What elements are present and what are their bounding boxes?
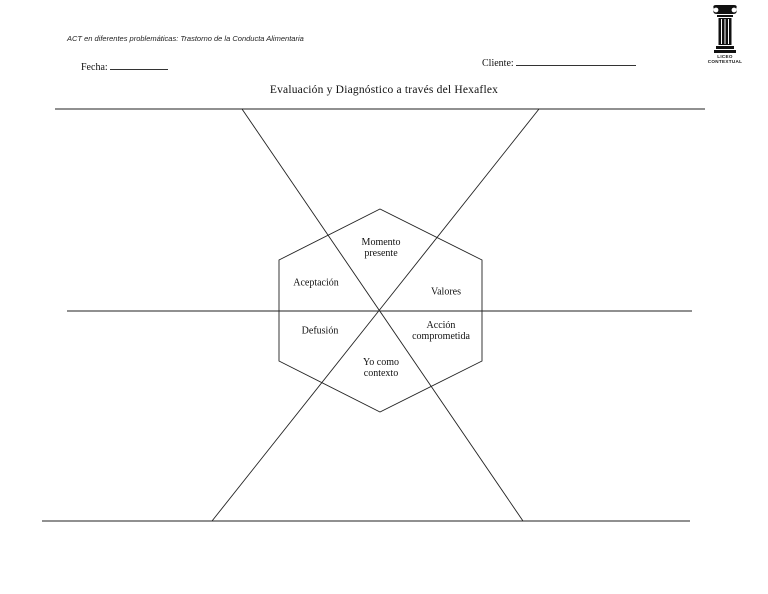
label-defusion: Defusión	[301, 325, 339, 337]
label-accion-line1: Acción	[426, 320, 456, 331]
label-yo-como-contexto: Yo como contexto	[363, 357, 399, 379]
page-title: Evaluación y Diagnóstico a través del He…	[269, 84, 499, 96]
diagonal-line-1	[241, 108, 524, 522]
diagonal-line-2	[211, 108, 540, 522]
ionic-column-icon	[713, 5, 737, 53]
fecha-blank[interactable]	[109, 60, 168, 70]
logo-text: LICEO CONTEXTUAL	[700, 54, 750, 65]
label-momento-line2: presente	[364, 248, 398, 259]
label-yo-line1: Yo como	[363, 357, 399, 368]
liceo-contextual-logo: LICEO CONTEXTUAL	[700, 5, 750, 69]
label-yo-line2: contexto	[363, 368, 399, 379]
label-aceptacion: Aceptación	[293, 277, 339, 289]
hexagon	[278, 208, 483, 413]
label-momento-line1: Momento	[361, 237, 401, 248]
label-accion-comprometida: Acción comprometida	[412, 320, 470, 342]
label-accion-line2: comprometida	[412, 331, 470, 342]
logo-text-line1: LICEO	[717, 54, 733, 59]
logo-text-line2: CONTEXTUAL	[707, 59, 743, 65]
cliente-blank[interactable]	[515, 56, 636, 66]
document-subtitle: ACT en diferentes problemáticas: Trastor…	[67, 34, 304, 43]
cliente-label: Cliente:	[482, 58, 514, 69]
label-valores: Valores	[431, 286, 461, 298]
fecha-field[interactable]: Fecha:	[81, 60, 168, 73]
fecha-label: Fecha:	[81, 62, 108, 73]
label-momento-presente: Momento presente	[362, 237, 401, 259]
cliente-field[interactable]: Cliente:	[482, 56, 636, 69]
